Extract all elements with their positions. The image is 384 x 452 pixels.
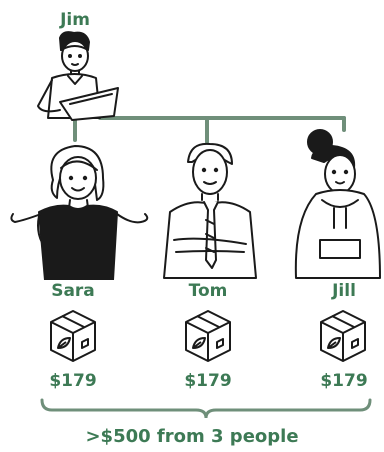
summary-text: >$500 from 3 people: [85, 426, 299, 447]
price-label: $179: [184, 371, 232, 391]
leaf-icon: [192, 337, 206, 349]
manager-name: Jim: [60, 10, 90, 30]
price-label: $179: [320, 371, 368, 391]
package-icon: [50, 310, 96, 362]
package-icon: [185, 310, 231, 362]
summary-bracket: [40, 398, 372, 419]
person-name: Jill: [332, 281, 356, 301]
package-icon: [320, 310, 366, 362]
jim-illustration: [37, 31, 119, 121]
price-label: $179: [49, 371, 97, 391]
person-name: Tom: [188, 281, 228, 301]
leaf-icon: [57, 337, 71, 349]
tom-illustration: [163, 142, 257, 279]
person-name: Sara: [51, 281, 95, 301]
sara-illustration: [10, 145, 149, 280]
jill-illustration: [294, 129, 381, 279]
leaf-icon: [327, 337, 341, 349]
